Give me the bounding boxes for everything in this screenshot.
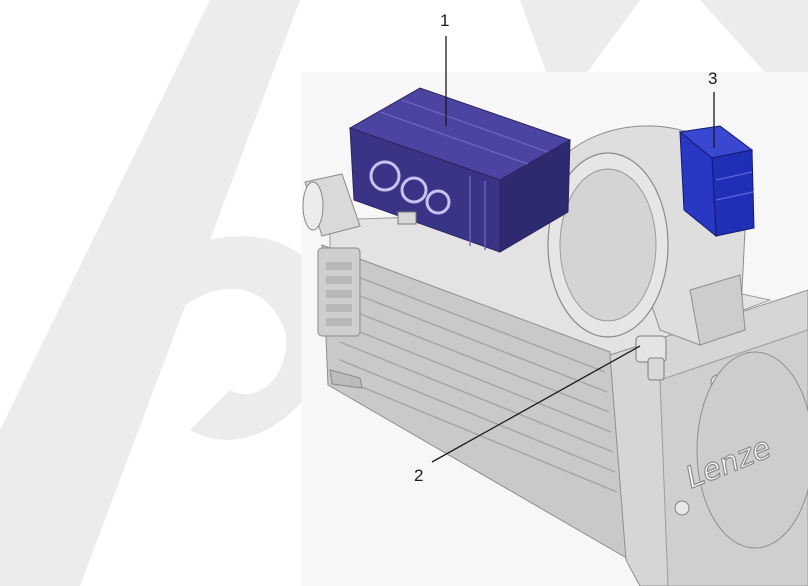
callout-2: 2 [414, 466, 423, 485]
callout-leaders [431, 36, 715, 463]
module-1 [348, 87, 572, 253]
callout-3: 3 [708, 69, 717, 88]
leader-2 [431, 345, 641, 463]
connector-ports [369, 160, 451, 215]
callout-1: 1 [440, 11, 449, 30]
module-3 [678, 125, 755, 238]
brand-logo: Lenze [680, 351, 808, 549]
angled-connector [635, 335, 667, 381]
